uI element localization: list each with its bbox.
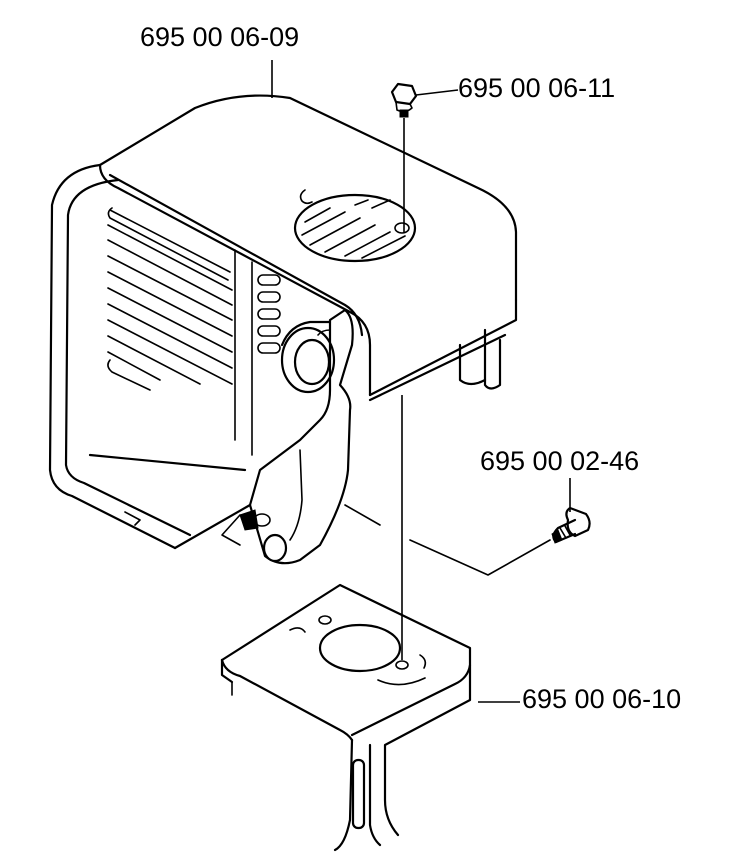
muffler-cover	[48, 94, 518, 565]
alignment-line-side	[409, 539, 551, 576]
leader-screw-top	[415, 89, 459, 96]
part-number-screw-side: 695 00 02-46	[480, 446, 639, 476]
cover-inner-slots	[257, 274, 281, 354]
part-number-screw-top: 695 00 06-11	[458, 73, 615, 103]
screw-side-icon	[551, 506, 591, 544]
part-number-cover: 695 00 06-09	[140, 22, 299, 52]
cover-top-grille	[293, 193, 417, 263]
cover-louvers	[107, 207, 233, 391]
part-number-bracket: 695 00 06-10	[522, 684, 681, 714]
bracket-part	[220, 583, 472, 852]
screw-top-icon	[390, 82, 418, 118]
